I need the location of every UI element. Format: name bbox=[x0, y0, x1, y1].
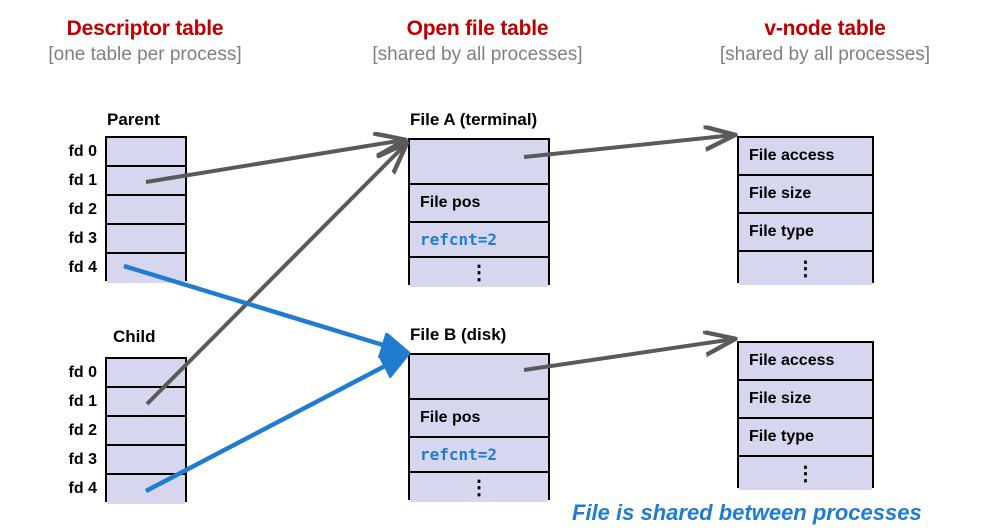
fd-label-parent-2: fd 2 bbox=[68, 201, 97, 218]
descriptor-cell-child-fd1[interactable] bbox=[107, 388, 185, 417]
fd-label-child-3: fd 3 bbox=[68, 451, 97, 468]
descriptor-cell-child-fd4[interactable] bbox=[107, 475, 185, 504]
vnode-cell-1-file-access[interactable]: File access bbox=[739, 138, 872, 176]
descriptor-cell-child-fd2[interactable] bbox=[107, 417, 185, 446]
vnode-cell-2-file-type[interactable]: File type bbox=[739, 419, 872, 457]
open-file-cell-a-ellipsis: ⋮ bbox=[410, 258, 548, 287]
fd-label-child-4: fd 4 bbox=[68, 480, 97, 497]
caption-parent-table: Parent bbox=[107, 110, 160, 129]
column-heading-open-file-table: Open file table [shared by all processes… bbox=[325, 17, 630, 66]
descriptor-cell-parent-fd2[interactable] bbox=[107, 196, 185, 225]
descriptor-cell-child-fd0[interactable] bbox=[107, 359, 185, 388]
open-file-cell-a-file-pos[interactable]: File pos bbox=[410, 185, 548, 223]
descriptor-cell-child-fd3[interactable] bbox=[107, 446, 185, 475]
vnode-cell-1-file-type[interactable]: File type bbox=[739, 214, 872, 252]
fd-label-parent-4: fd 4 bbox=[68, 259, 97, 276]
open-file-table-file-b: File pos refcnt=2 ⋮ bbox=[408, 353, 550, 502]
fd-label-child-2: fd 2 bbox=[68, 422, 97, 439]
fd-label-child-1: fd 1 bbox=[68, 393, 97, 410]
vnode-cell-1-ellipsis: ⋮ bbox=[739, 252, 872, 285]
fd-label-parent-0: fd 0 bbox=[68, 143, 97, 160]
vertical-ellipsis-icon: ⋮ bbox=[469, 476, 489, 499]
vnode-cell-2-ellipsis: ⋮ bbox=[739, 457, 872, 490]
vnode-table-2: File access File size File type ⋮ bbox=[737, 341, 874, 490]
descriptor-table-child bbox=[105, 357, 187, 504]
footnote-file-shared: File is shared between processes bbox=[572, 500, 922, 525]
vnode-table-1: File access File size File type ⋮ bbox=[737, 136, 874, 285]
descriptor-cell-parent-fd3[interactable] bbox=[107, 225, 185, 254]
vnode-cell-2-file-size[interactable]: File size bbox=[739, 381, 872, 419]
caption-file-a-table: File A (terminal) bbox=[410, 110, 538, 129]
open-file-cell-b-file-pos[interactable]: File pos bbox=[410, 400, 548, 438]
column-heading-vnode-table: v-node table [shared by all processes] bbox=[660, 17, 990, 66]
column-title: Open file table bbox=[406, 17, 549, 40]
open-file-cell-a-pointer[interactable] bbox=[410, 140, 548, 185]
open-file-cell-b-pointer[interactable] bbox=[410, 355, 548, 400]
column-subtitle: [shared by all processes] bbox=[719, 44, 931, 66]
arrow-file-a-to-vnode-1 bbox=[523, 135, 734, 159]
arrow-file-b-to-vnode-2 bbox=[523, 339, 734, 372]
open-file-cell-b-ellipsis: ⋮ bbox=[410, 473, 548, 502]
descriptor-cell-parent-fd4[interactable] bbox=[107, 254, 185, 283]
column-heading-descriptor-table: Descriptor table [one table per process] bbox=[0, 17, 290, 66]
vertical-ellipsis-icon: ⋮ bbox=[469, 261, 489, 284]
fd-label-parent-3: fd 3 bbox=[68, 230, 97, 247]
vertical-ellipsis-icon: ⋮ bbox=[795, 257, 816, 280]
caption-file-b-table: File B (disk) bbox=[410, 325, 507, 344]
column-title: Descriptor table bbox=[66, 17, 224, 40]
vertical-ellipsis-icon: ⋮ bbox=[795, 462, 816, 485]
fd-label-parent-1: fd 1 bbox=[68, 172, 97, 189]
column-title: v-node table bbox=[764, 17, 886, 40]
column-subtitle: [one table per process] bbox=[48, 44, 242, 66]
open-file-cell-b-refcnt[interactable]: refcnt=2 bbox=[410, 438, 548, 473]
column-subtitle: [shared by all processes] bbox=[372, 44, 583, 66]
vnode-cell-2-file-access[interactable]: File access bbox=[739, 343, 872, 381]
descriptor-table-parent bbox=[105, 136, 187, 283]
vnode-cell-1-file-size[interactable]: File size bbox=[739, 176, 872, 214]
fd-label-child-0: fd 0 bbox=[68, 364, 97, 381]
descriptor-cell-parent-fd1[interactable] bbox=[107, 167, 185, 196]
open-file-table-file-a: File pos refcnt=2 ⋮ bbox=[408, 138, 550, 287]
caption-child-table: Child bbox=[113, 327, 156, 346]
open-file-cell-a-refcnt[interactable]: refcnt=2 bbox=[410, 223, 548, 258]
descriptor-cell-parent-fd0[interactable] bbox=[107, 138, 185, 167]
